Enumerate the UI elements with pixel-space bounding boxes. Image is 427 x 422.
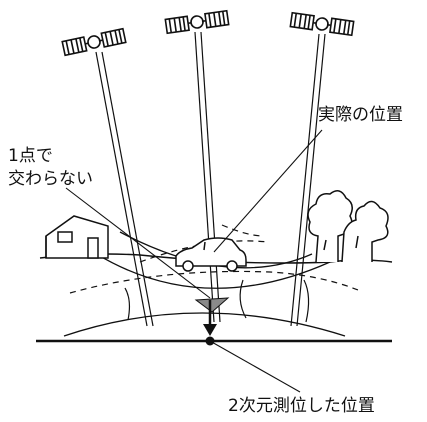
label-no-intersection-line2: 交わらない — [8, 169, 93, 189]
satellite-right — [289, 11, 355, 37]
satellite-center — [164, 9, 230, 35]
trees-icon — [307, 190, 389, 263]
house-icon — [45, 215, 109, 259]
car-icon — [175, 237, 247, 272]
projection-arrow-head — [203, 324, 217, 336]
label-no-intersection-line1: 1点で — [8, 146, 53, 166]
satellite-left — [61, 27, 127, 57]
satellite-signal-lines — [95, 31, 326, 327]
label-two-d-position: 2次元測位した位置 — [228, 396, 375, 416]
error-region — [194, 297, 230, 313]
label-actual-position: 実際の位置 — [318, 105, 403, 125]
ground-cut-lines — [124, 279, 310, 323]
leader-lines — [65, 129, 323, 393]
